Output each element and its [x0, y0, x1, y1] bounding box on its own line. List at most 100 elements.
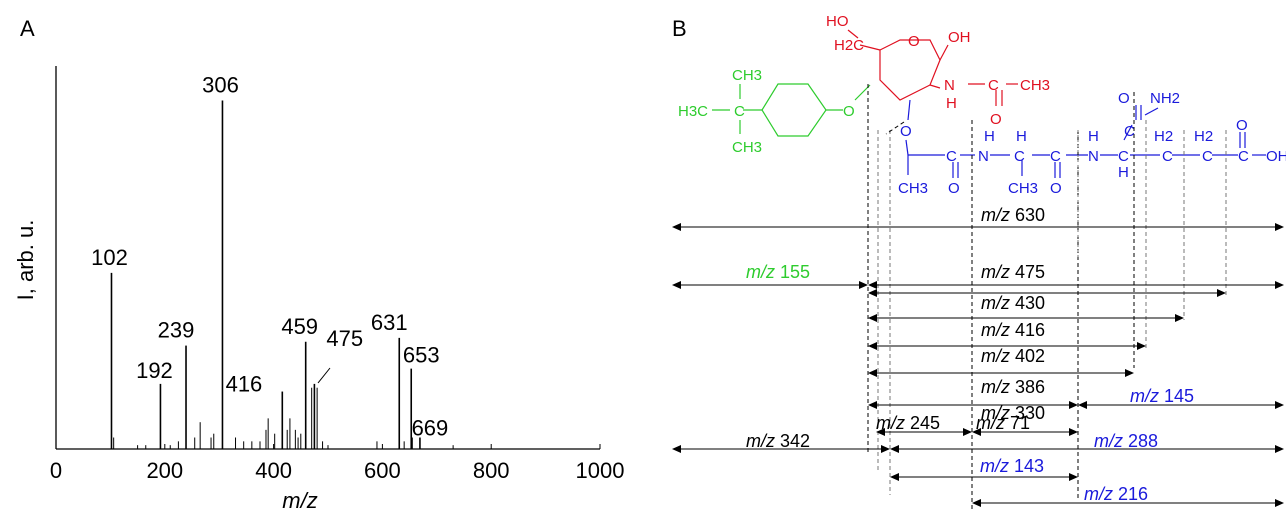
ala-co-o: O [1050, 180, 1062, 197]
linker-o: O [900, 123, 912, 140]
arrow-head [868, 281, 877, 289]
fragment-245-label: m/z 245 [876, 413, 940, 433]
arrow-head [876, 428, 885, 436]
arrow-head [1078, 401, 1087, 409]
sugar-acetyl-c: C [988, 77, 999, 94]
arrow-head [1275, 281, 1284, 289]
arrow-head [963, 428, 972, 436]
amide-nh2: NH2 [1150, 90, 1180, 107]
gln-n: N [1088, 148, 1099, 165]
fragment-155-label: m/z 155 [746, 262, 810, 282]
gln-ca: C [1118, 148, 1129, 165]
tbch-c: C [734, 103, 745, 120]
arrow-head [868, 289, 877, 297]
panel-a-label: A [20, 16, 35, 41]
tbch-ch3-top: CH3 [732, 67, 762, 84]
sugar-acetyl-o: O [990, 111, 1002, 128]
sugar-ring: HO H2C O OH N C CH3 H O [826, 13, 1050, 128]
arrow-head [1069, 428, 1078, 436]
x-tick-label: 800 [473, 458, 510, 483]
sugar-h2c: H2C [834, 37, 864, 54]
arrow-head [672, 223, 681, 231]
fragment-402-label: m/z 402 [981, 346, 1045, 366]
panel-b-label: B [672, 16, 687, 41]
fragment-342-label: m/z 342 [746, 431, 810, 451]
gln-cb-h2: H2 [1154, 128, 1173, 145]
peak-label: 475 [326, 326, 363, 351]
x-axis-label: m/z [282, 488, 317, 512]
fragment-630-label: m/z 630 [981, 205, 1045, 225]
fragment-416-label: m/z 416 [981, 320, 1045, 340]
ala-n: N [978, 148, 989, 165]
cleavage-lines [867, 84, 1227, 512]
ala-nh-h: H [984, 128, 995, 145]
ala-co-c: C [1050, 148, 1061, 165]
fragment-labels: m/z 630 m/z 155 m/z 475 m/z 430 m/z 416 … [746, 205, 1194, 504]
peak-label: 653 [403, 343, 440, 368]
arrow-head [972, 428, 981, 436]
fragment-430-label: m/z 430 [981, 293, 1045, 313]
sugar-ho: HO [826, 13, 849, 30]
arrow-head [868, 401, 877, 409]
fragment-71-label: m/z 71 [976, 413, 1030, 433]
x-tick-label: 200 [146, 458, 183, 483]
fragment-288-label: m/z 288 [1094, 431, 1158, 451]
fragment-arrows [672, 223, 1284, 507]
arrow-head [868, 369, 877, 377]
arrow-head [868, 342, 877, 350]
fragment-143-label: m/z 143 [980, 456, 1044, 476]
peak-label: 631 [371, 310, 408, 335]
peptide-chain: O C CH3 O H N C H C CH3 O H N C H H2 C H… [898, 90, 1286, 197]
x-tick-label: 400 [255, 458, 292, 483]
arrow-head [1175, 314, 1184, 322]
fragment-216-label: m/z 216 [1084, 484, 1148, 504]
arrow-head [859, 281, 868, 289]
arrow-head [1275, 445, 1284, 453]
arrow-head [868, 314, 877, 322]
arrow-head [672, 445, 681, 453]
tbch-ether-o: O [843, 103, 855, 120]
sugar-nh-h: H [946, 95, 957, 112]
arrow-head [1125, 369, 1134, 377]
fragment-145-label: m/z 145 [1130, 386, 1194, 406]
peak-label: 192 [136, 358, 173, 383]
gln-cb: C [1162, 148, 1173, 165]
arrow-head [1137, 342, 1146, 350]
x-tick-label: 0 [50, 458, 62, 483]
fragment-330-label: m/z 330 [981, 403, 1045, 423]
sugar-n: N [944, 77, 955, 94]
y-axis-label: I, arb. u. [13, 220, 38, 301]
arrow-head [881, 445, 890, 453]
sugar-oh: OH [948, 29, 971, 46]
gln-ca-h: H [1118, 164, 1129, 181]
linker-c: C [946, 148, 957, 165]
arrow-head [972, 499, 981, 507]
fragment-386-label: m/z 386 [981, 377, 1045, 397]
linker-ch3: CH3 [898, 180, 928, 197]
arrow-head [890, 473, 899, 481]
peak-label: 239 [158, 318, 195, 343]
tbch-ch3-bottom: CH3 [732, 139, 762, 156]
fragment-475-label: m/z 475 [981, 262, 1045, 282]
ala-ch3: CH3 [1008, 180, 1038, 197]
peak-label: 416 [226, 372, 263, 397]
arrow-head [1069, 401, 1078, 409]
sugar-ring-o: O [908, 33, 920, 50]
ala-ca-h: H [1016, 128, 1027, 145]
arrow-head [1275, 401, 1284, 409]
ala-ca: C [1014, 148, 1025, 165]
peak-label: 459 [281, 314, 318, 339]
arrow-head [1275, 223, 1284, 231]
spectrum-peaks [110, 100, 454, 449]
carboxyl-oh: OH [1266, 148, 1286, 165]
arrow-head [672, 281, 681, 289]
arrow-head [1217, 289, 1226, 297]
peak-label: 669 [412, 416, 449, 441]
carboxyl-c: C [1238, 148, 1249, 165]
gln-cg: C [1202, 148, 1213, 165]
tert-butylcyclohexyl-group: CH3 H3C C CH3 O [678, 67, 871, 156]
gln-nh-h: H [1088, 128, 1099, 145]
arrow-head [1275, 499, 1284, 507]
